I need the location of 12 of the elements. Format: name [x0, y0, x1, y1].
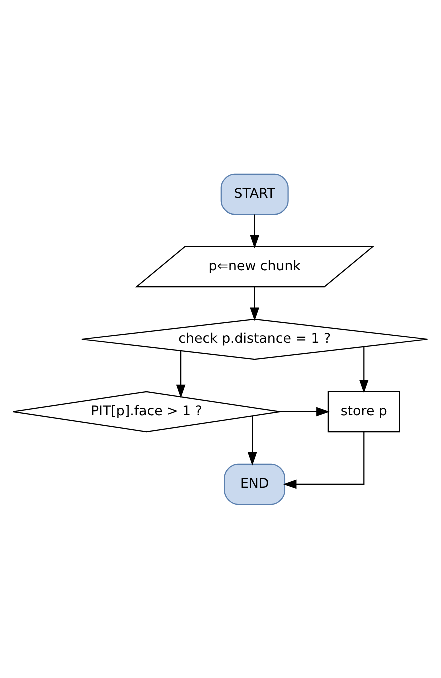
arrow	[250, 286, 260, 321]
arrow	[359, 346, 369, 393]
node-box: END	[224, 463, 286, 505]
node-diamond: PIT[p].face > 1 ?	[12, 390, 281, 432]
node-box: START	[220, 173, 289, 215]
arrow	[280, 406, 330, 416]
node-diamond: check p.distance = 1 ?	[81, 318, 428, 360]
arrow	[248, 416, 258, 466]
arrow	[283, 432, 365, 489]
arrow	[250, 214, 260, 248]
node-box: store p	[328, 390, 400, 432]
arrow	[176, 350, 186, 398]
